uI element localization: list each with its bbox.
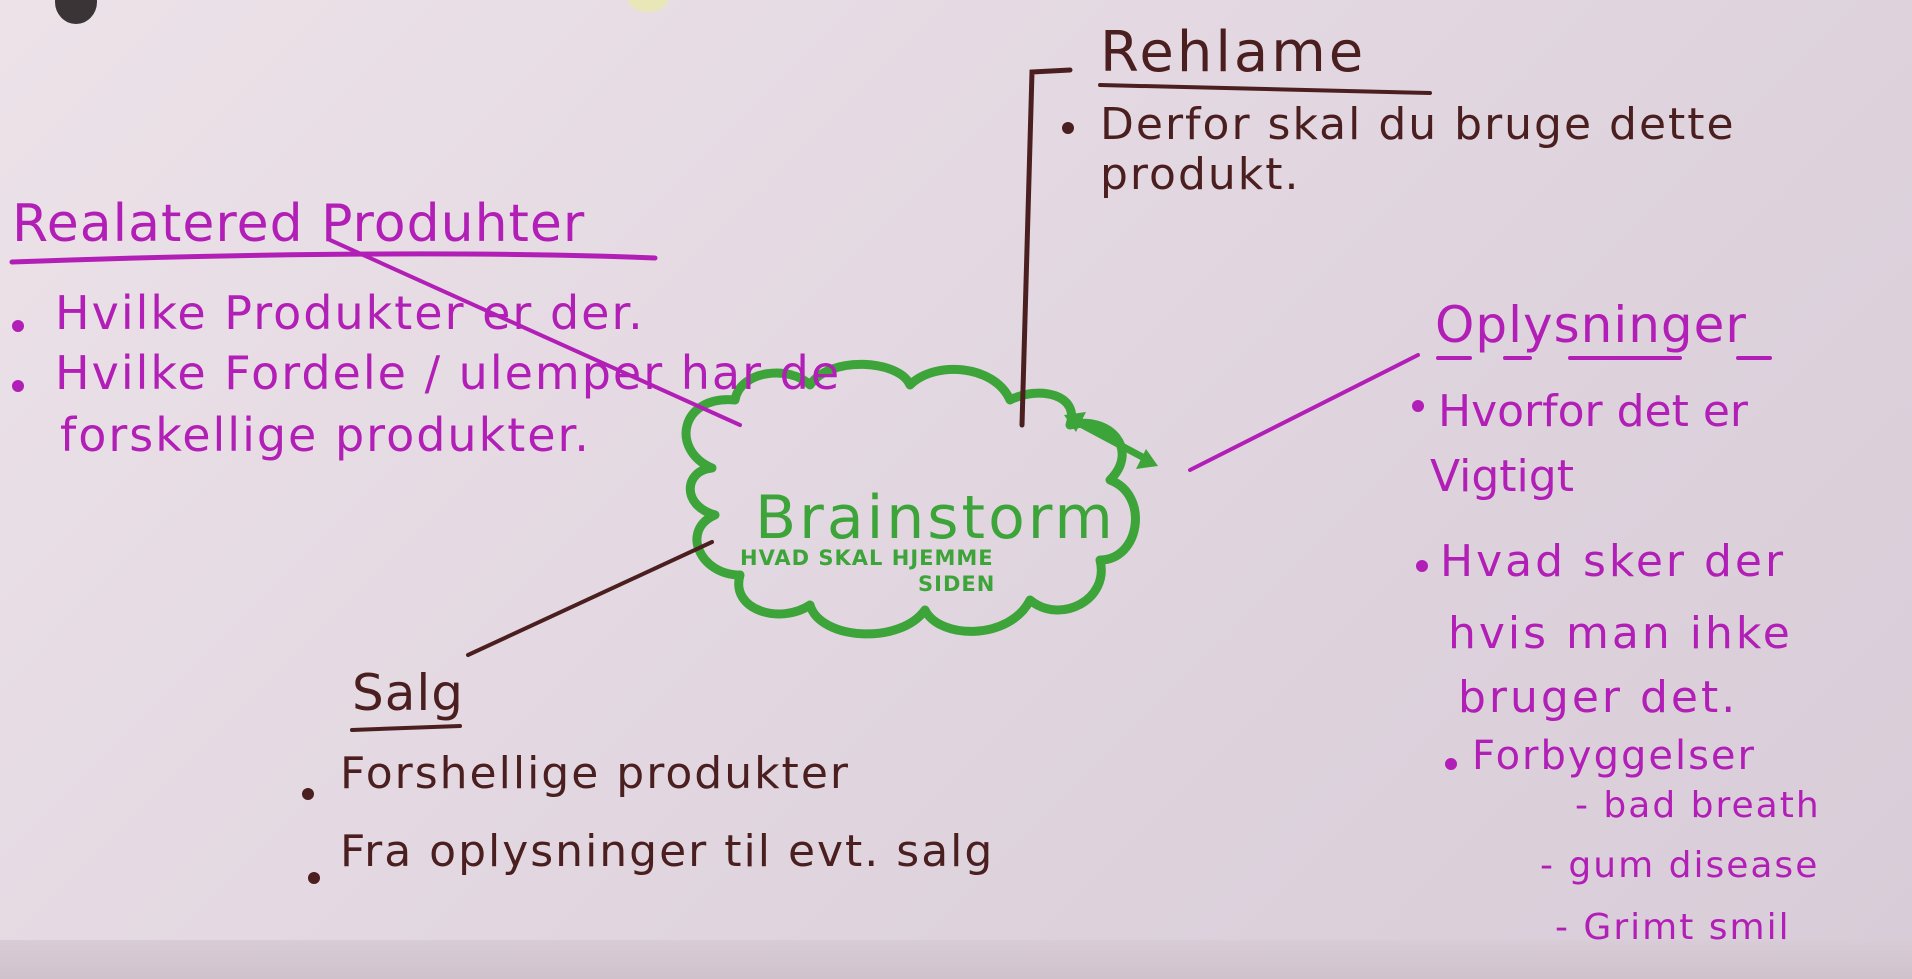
realatered-item-2: Hvilke Fordele / ulemper har de [55,346,842,400]
oplysninger-bullet-1 [1412,400,1424,412]
green-arrow-line [1069,416,1152,464]
salg-item-2: Fra oplysninger til evt. salg [340,826,995,877]
green-arrowhead-bottom [1136,449,1158,469]
green-arrowhead-top [1064,412,1086,432]
oplysninger-item-9: - Grimt smil [1555,907,1791,948]
punch-hole-light [628,0,668,12]
reklame-heading: Rehlame [1100,20,1367,85]
oplysninger-heading: Oplysninger [1435,296,1747,354]
oplysninger-item-8: - gum disease [1540,845,1820,886]
reklame-item-2: produkt. [1100,149,1301,200]
oplysninger-item-4: hvis man ihke [1448,608,1793,659]
realatered-item-3: forskellige produkter. [60,408,591,462]
paper-bottom-edge [0,940,1912,979]
realatered-item-1: Hvilke Produkter er der. [55,286,645,340]
oplysninger-item-5: bruger det. [1458,672,1739,723]
oplysninger-item-7: - bad breath [1575,785,1821,826]
connector-reklame [1019,67,1073,428]
oplysninger-bullet-2 [1416,560,1428,572]
realatered-heading: Realatered Produhter [12,194,586,254]
salg-heading: Salg [352,664,465,722]
oplysninger-bullet-3 [1445,758,1457,770]
underline-salg [350,724,462,732]
reklame-item-1: Derfor skal du bruge dette [1100,99,1736,150]
salg-bullet-2 [308,872,320,884]
salg-item-1: Forshellige produkter [340,748,850,799]
connector-oplysninger [1188,353,1420,472]
center-subtitle-line1: HVAD SKAL HJEMME [740,546,994,570]
oplysninger-item-1: Hvorfor det er [1438,386,1749,437]
connector-salg [466,540,714,657]
oplysninger-item-2: Vigtigt [1430,451,1574,502]
oplysninger-item-3: Hvad sker der [1440,536,1787,587]
realatered-bullet-2 [12,380,24,392]
realatered-bullet-1 [12,320,24,332]
center-subtitle-line2: SIDEN [918,572,996,596]
oplysninger-item-6: Forbyggelser [1472,733,1756,779]
reklame-bullet [1062,122,1074,134]
underline-realatered [9,251,658,265]
connector-realatered [328,238,742,427]
underline-reklame [1098,83,1432,95]
salg-bullet-1 [302,788,314,800]
center-title: Brainstorm [755,483,1116,553]
brainstorm-cloud [681,359,1140,639]
